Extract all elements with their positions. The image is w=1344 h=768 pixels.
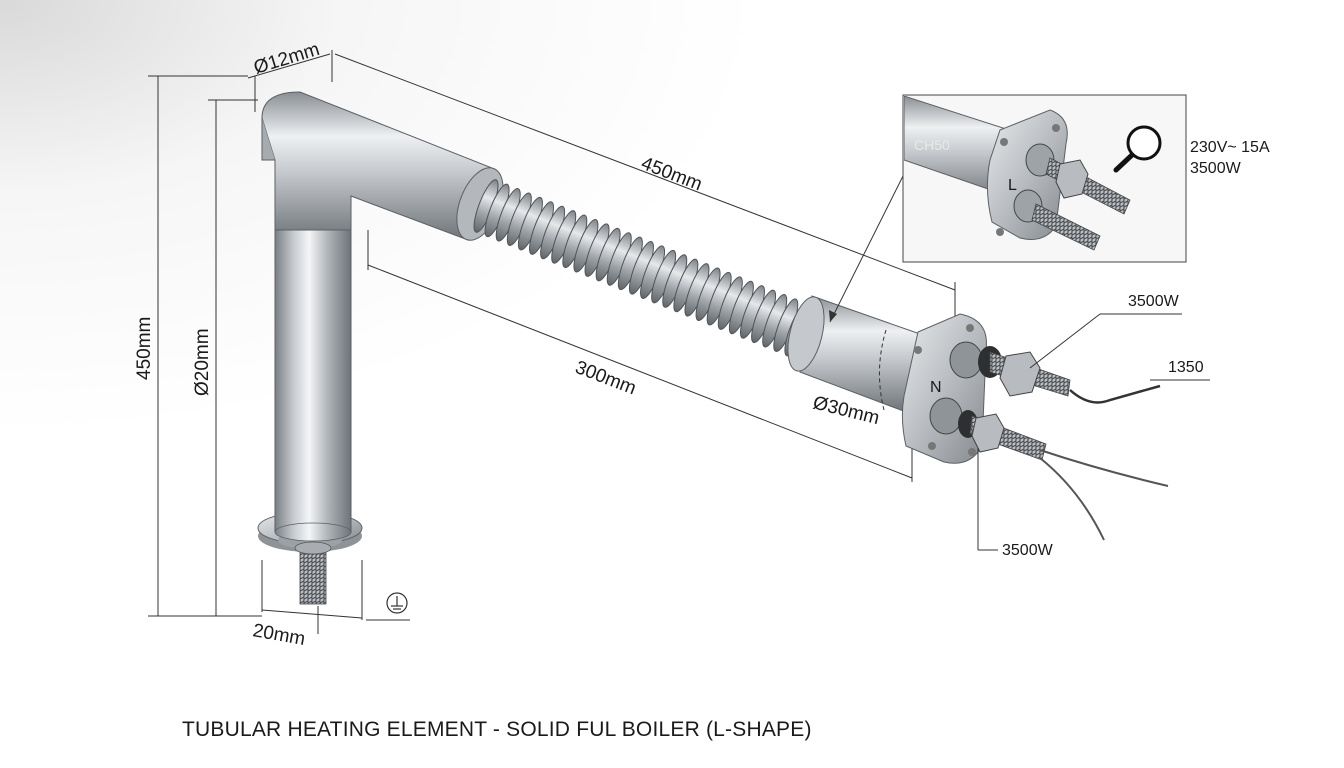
ground-icon <box>366 592 410 621</box>
terminal-head: N <box>787 295 1169 541</box>
callout-lower: 3500W <box>977 448 1054 559</box>
dim-total-height-label: 450mm <box>134 317 155 380</box>
callout-upper-label: 3500W <box>1128 293 1180 310</box>
inset-flange-mark: L <box>1008 177 1017 194</box>
callout-wire: 1350 <box>1150 359 1210 381</box>
dim-inner-height: Ø20mm <box>192 99 258 616</box>
base-threaded-stud <box>299 547 327 605</box>
upper-wire <box>1069 384 1161 404</box>
diagram-caption: TUBULAR HEATING ELEMENT - SOLID FUL BOIL… <box>182 718 812 741</box>
dim-pipe-diameter-label: Ø12mm <box>251 39 322 79</box>
magnifier-icon <box>1113 125 1162 173</box>
heating-coil <box>473 179 821 361</box>
dim-overall-length-label: 450mm <box>638 153 705 195</box>
lower-wire-a <box>1039 449 1169 487</box>
flange-mark-n: N <box>930 379 942 396</box>
dim-base-width-label: 20mm <box>251 620 307 650</box>
upper-terminal-nut <box>999 351 1041 397</box>
lower-wire-b <box>1039 457 1105 541</box>
lower-terminal-nut <box>971 413 1005 453</box>
inset-rating-line2: 3500W <box>1190 160 1242 177</box>
callout-upper: 3500W <box>1029 293 1182 369</box>
dim-heated-length-label: 300mm <box>572 357 639 399</box>
inset-leader <box>829 171 906 323</box>
callout-wire-label: 1350 <box>1168 359 1204 376</box>
inset-detail: CH50 L <box>902 94 1187 263</box>
dim-total-height: 450mm <box>134 75 262 617</box>
inset-rating-line1: 230V~ 15A <box>1190 139 1270 156</box>
callout-lower-label: 3500W <box>1002 542 1054 559</box>
dim-inner-height-label: Ø20mm <box>192 328 213 396</box>
inset-lower-stud <box>1031 203 1101 251</box>
inset-faint-label: CH50 <box>914 137 950 153</box>
